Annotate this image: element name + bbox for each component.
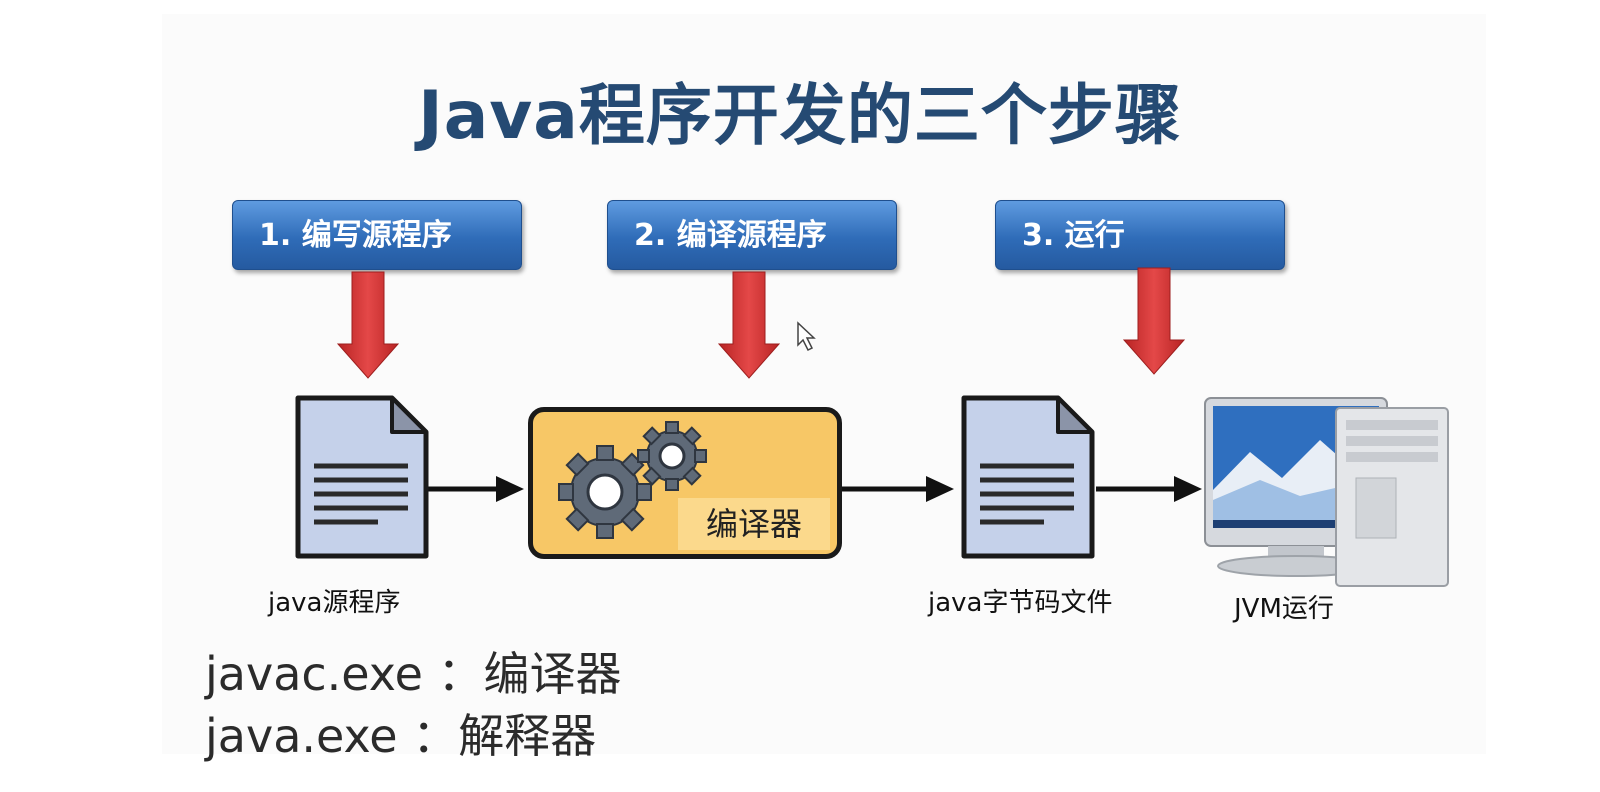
computer-icon bbox=[1204, 397, 1449, 587]
jvm-caption: JVM运行 bbox=[1234, 594, 1334, 624]
slide-background bbox=[162, 14, 1486, 754]
flow-arrow-icon-3 bbox=[1096, 476, 1202, 502]
mouse-cursor-icon bbox=[797, 321, 816, 352]
flow-arrow-icon-1 bbox=[428, 476, 524, 502]
source-document-icon bbox=[295, 395, 429, 559]
down-arrow-icon-2 bbox=[717, 271, 781, 379]
step-2-banner: 2. 编译源程序 bbox=[607, 200, 897, 270]
compiler-label: 编译器 bbox=[678, 498, 830, 550]
flow-arrow-icon-2 bbox=[842, 476, 954, 502]
bytecode-document-icon bbox=[961, 395, 1095, 559]
down-arrow-icon-3 bbox=[1122, 267, 1186, 375]
gears-icon bbox=[558, 421, 707, 539]
step-1-banner: 1. 编写源程序 bbox=[232, 200, 522, 270]
bytecode-caption: java字节码文件 bbox=[928, 588, 1113, 618]
source-caption: java源程序 bbox=[268, 588, 401, 618]
note-javac: javac.exe ：编译器 bbox=[205, 647, 622, 701]
page-title: Java程序开发的三个步骤 bbox=[418, 77, 1182, 154]
down-arrow-icon-1 bbox=[336, 271, 400, 379]
note-java: java.exe ：解释器 bbox=[205, 709, 597, 763]
